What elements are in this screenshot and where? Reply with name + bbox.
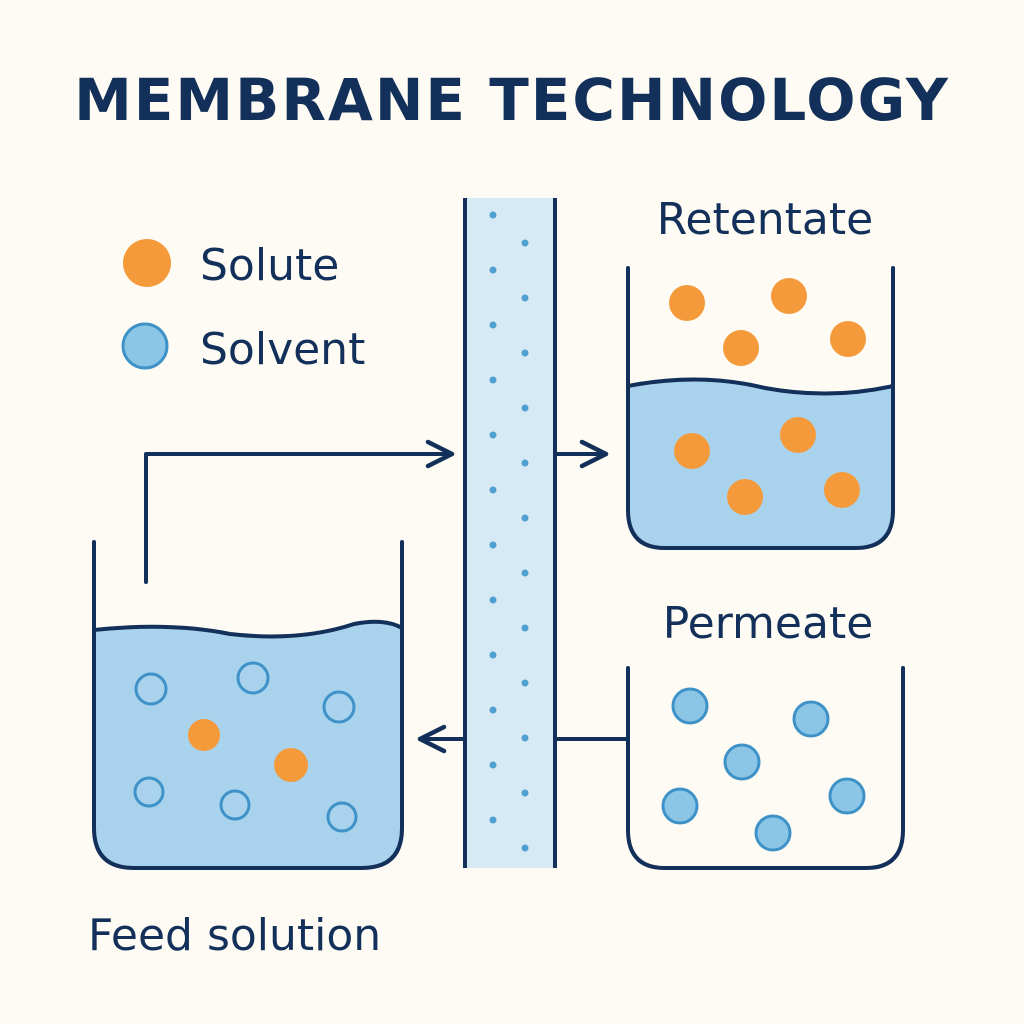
- feed-liquid: [94, 621, 402, 868]
- feed-to-membrane-arrow: [144, 439, 455, 584]
- solute-legend-label: Solute: [200, 240, 339, 291]
- flow-arrows: [144, 439, 628, 754]
- page-title: MEMBRANE TECHNOLOGY: [74, 66, 950, 134]
- solvent-legend-label: Solvent: [200, 324, 365, 375]
- feed-liquid-surface: [93, 619, 404, 639]
- membrane-pore: [521, 459, 529, 467]
- membrane-pore: [521, 514, 529, 522]
- retentate-beaker: [626, 266, 895, 550]
- membrane-pore: [521, 569, 529, 577]
- membrane-pore: [521, 789, 529, 797]
- membrane-pore: [489, 816, 497, 824]
- solute-particle: [771, 278, 807, 314]
- retentate-container: [626, 266, 895, 550]
- membrane-pore: [489, 706, 497, 714]
- solvent-legend-swatch: [121, 322, 169, 370]
- membrane-pore: [521, 844, 529, 852]
- membrane-pore: [489, 596, 497, 604]
- membrane-pore: [521, 624, 529, 632]
- permeate-particles: [661, 687, 866, 852]
- solvent-particle: [671, 687, 709, 725]
- solvent-particle: [754, 814, 792, 852]
- solvent-particle: [661, 787, 699, 825]
- membrane-pore: [521, 294, 529, 302]
- solute-particle: [727, 479, 763, 515]
- retentate-particles: [669, 278, 866, 515]
- solute-particle: [274, 748, 308, 782]
- feed-container: [92, 540, 404, 870]
- solute-particle: [723, 330, 759, 366]
- membrane-pores: [489, 211, 529, 852]
- solute-legend-swatch: [123, 239, 171, 287]
- solvent-particle: [133, 776, 165, 808]
- membrane-pore: [489, 321, 497, 329]
- solvent-particle: [828, 777, 866, 815]
- membrane-pore: [489, 651, 497, 659]
- legend: Solute Solvent: [121, 239, 365, 375]
- membrane-pore: [489, 541, 497, 549]
- retentate-liquid-surface: [627, 377, 894, 396]
- solvent-particle: [236, 661, 270, 695]
- membrane-body: [465, 198, 555, 868]
- membrane-pore: [489, 761, 497, 769]
- membrane-pore: [489, 211, 497, 219]
- membrane-pore: [521, 349, 529, 357]
- solvent-particle: [326, 801, 358, 833]
- membrane-pore: [521, 734, 529, 742]
- solute-particle: [669, 285, 705, 321]
- solute-particle: [830, 321, 866, 357]
- solvent-particle: [219, 789, 251, 821]
- feed-solution-label: Feed solution: [88, 910, 381, 961]
- membrane-pore: [521, 404, 529, 412]
- solvent-particle: [792, 700, 830, 738]
- solvent-particle: [723, 743, 761, 781]
- solvent-particle: [134, 672, 168, 706]
- permeate-container: [626, 666, 905, 870]
- membrane-pore: [489, 266, 497, 274]
- solvent-particle: [322, 690, 356, 724]
- solute-particle: [824, 472, 860, 508]
- membrane-pore: [489, 376, 497, 384]
- retentate-liquid: [628, 379, 893, 548]
- permeate-beaker: [626, 666, 905, 870]
- solute-particle: [780, 417, 816, 453]
- membrane-pore: [489, 486, 497, 494]
- membrane-pore: [489, 431, 497, 439]
- feed-beaker: [92, 540, 404, 870]
- permeate-label: Permeate: [663, 598, 874, 649]
- membrane-pore: [521, 239, 529, 247]
- solute-particle: [188, 719, 220, 751]
- solute-particle: [674, 433, 710, 469]
- feed-particles: [133, 661, 358, 833]
- membrane: [463, 198, 557, 868]
- retentate-label: Retentate: [657, 194, 873, 245]
- membrane-pore: [521, 679, 529, 687]
